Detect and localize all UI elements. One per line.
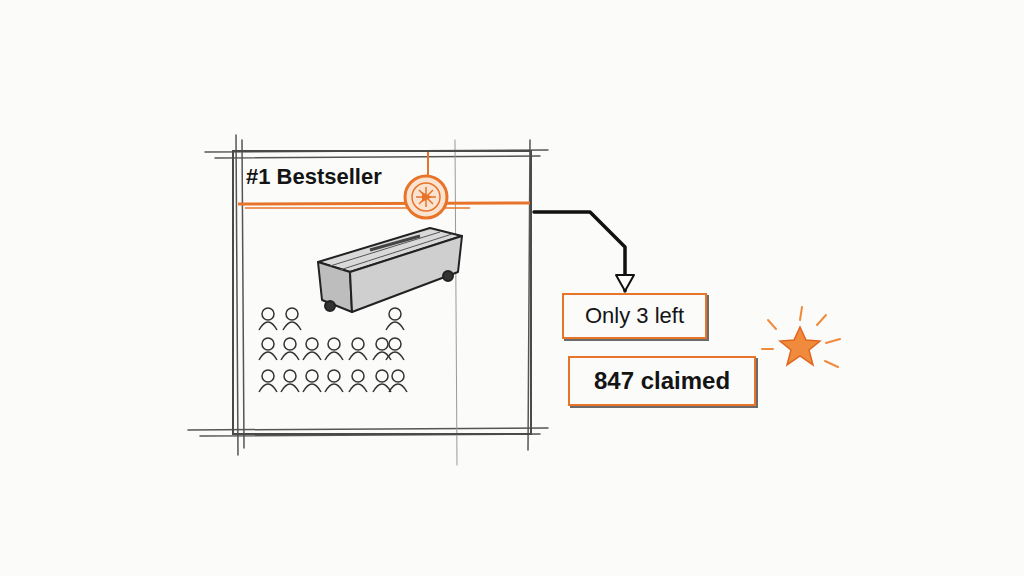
person-icon <box>259 352 277 360</box>
customer-crowd <box>259 308 407 392</box>
stock-badge: Only 3 left <box>562 293 707 339</box>
person-icon <box>352 370 364 382</box>
person-icon <box>389 308 401 320</box>
person-icon <box>325 352 343 360</box>
person-icon <box>283 322 301 330</box>
person-icon <box>325 384 343 392</box>
person-icon <box>392 370 404 382</box>
person-icon <box>328 370 340 382</box>
person-icon <box>281 352 299 360</box>
product-suitcase <box>318 228 462 312</box>
person-icon <box>303 384 321 392</box>
header-underline <box>238 150 530 208</box>
person-icon <box>286 308 298 320</box>
person-icon <box>389 384 407 392</box>
person-icon <box>262 338 274 350</box>
person-icon <box>349 352 367 360</box>
person-icon <box>306 370 318 382</box>
person-icon <box>259 322 277 330</box>
person-icon <box>306 338 318 350</box>
person-icon <box>262 370 274 382</box>
person-icon <box>284 370 296 382</box>
highlight-star <box>762 307 840 367</box>
product-card: #1 Bestseller <box>232 150 532 435</box>
badge-label: Only 3 left <box>585 303 684 329</box>
person-icon <box>373 384 391 392</box>
badge-label: 847 claimed <box>594 367 730 395</box>
person-icon <box>386 352 404 360</box>
person-icon <box>349 384 367 392</box>
person-icon <box>262 308 274 320</box>
person-icon <box>386 322 404 330</box>
claimed-badge: 847 claimed <box>568 356 756 406</box>
card-sketch-lines <box>188 135 548 465</box>
flow-arrow <box>534 212 625 291</box>
person-icon <box>352 338 364 350</box>
person-icon <box>259 384 277 392</box>
person-icon <box>376 370 388 382</box>
person-icon <box>281 384 299 392</box>
person-icon <box>389 338 401 350</box>
bestseller-badge <box>405 176 447 218</box>
person-icon <box>376 338 388 350</box>
person-icon <box>303 352 321 360</box>
card-heading: #1 Bestseller <box>244 164 384 190</box>
person-icon <box>328 338 340 350</box>
person-icon <box>284 338 296 350</box>
